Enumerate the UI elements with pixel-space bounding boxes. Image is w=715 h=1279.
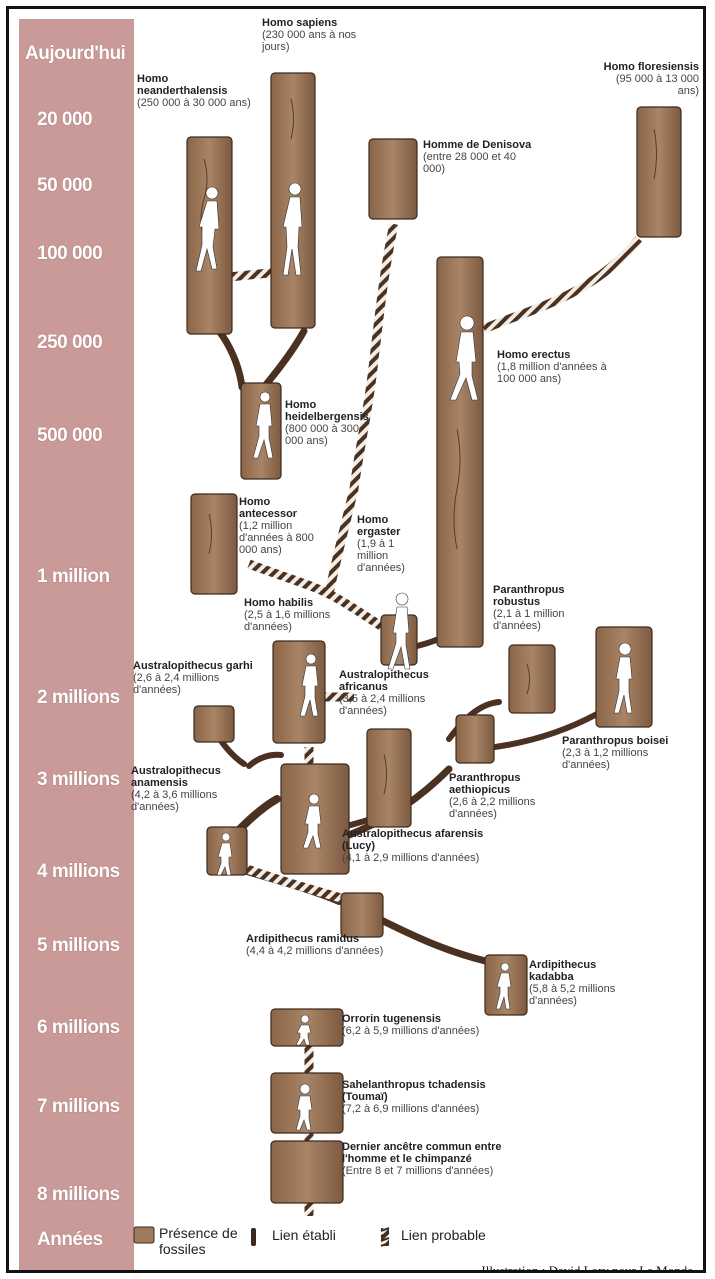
- legend-established-icon: [249, 1227, 259, 1247]
- legend-established-label: Lien établi: [272, 1227, 336, 1243]
- species-name: Homo floresiensis: [604, 61, 699, 73]
- species-label-sahelanthropus-tchadensis: Sahelanthropus tchadensis (Toumaï)(7,2 à…: [342, 1079, 522, 1115]
- species-label-paranthropus-aethiopicus: Paranthropus aethiopicus(2,6 à 2,2 milli…: [449, 772, 549, 820]
- trunk-floresiensis: [637, 107, 681, 237]
- species-range: (4,2 à 3,6 millions d'années): [131, 789, 217, 813]
- trunk-antecessor: [191, 494, 237, 594]
- species-name: Australopithecus anamensis: [131, 765, 221, 789]
- species-label-paranthropus-robustus: Paranthropus robustus(2,1 à 1 million d'…: [493, 584, 593, 632]
- trunk-denisova: [369, 139, 417, 219]
- species-range: (800 000 à 300 000 ans): [285, 423, 359, 447]
- species-label-homo-sapiens: Homo sapiens(230 000 ans à nos jours): [262, 17, 372, 53]
- species-range: (entre 28 000 et 40 000): [423, 151, 516, 175]
- species-name: Homo ergaster: [357, 514, 400, 538]
- species-label-homo-floresiensis: Homo floresiensis(95 000 à 13 000 ans): [599, 61, 699, 97]
- species-name: Paranthropus aethiopicus: [449, 772, 521, 796]
- species-label-homo-erectus: Homo erectus(1,8 million d'années à 100 …: [497, 349, 627, 385]
- legend-probable-icon: [379, 1227, 391, 1247]
- species-name: Dernier ancêtre commun entre l'homme et …: [342, 1141, 502, 1165]
- legend: Présence de fossiles Lien établi Lien pr…: [9, 1221, 706, 1261]
- species-range: (2,5 à 1,6 millions d'années): [244, 609, 330, 633]
- species-label-paranthropus-boisei: Paranthropus boisei(2,3 à 1,2 millions d…: [562, 735, 692, 771]
- species-label-homo-habilis: Homo habilis(2,5 à 1,6 millions d'années…: [244, 597, 354, 633]
- species-range: (3,5 à 2,4 millions d'années): [339, 693, 425, 717]
- species-name: Australopithecus garhi: [133, 660, 253, 672]
- species-name: Homo antecessor: [239, 496, 297, 520]
- species-label-australopithecus-afarensis: Australopithecus afarensis (Lucy)(4,1 à …: [342, 828, 512, 864]
- species-range: (1,2 million d'années à 800 000 ans): [239, 520, 314, 556]
- species-name: Homo heidelbergensis: [285, 399, 369, 423]
- species-name: Homo neanderthalensis: [137, 73, 227, 97]
- species-range: (6,2 à 5,9 millions d'années): [342, 1025, 479, 1037]
- species-range: (1,9 à 1 million d'années): [357, 538, 405, 574]
- legend-fossils-label: Présence de fossiles: [159, 1225, 259, 1257]
- species-range: (1,8 million d'années à 100 000 ans): [497, 361, 607, 385]
- species-range: (Entre 8 et 7 millions d'années): [342, 1165, 493, 1177]
- species-name: Homo sapiens: [262, 17, 337, 29]
- species-range: (7,2 à 6,9 millions d'années): [342, 1103, 479, 1115]
- species-label-homme-de-denisova: Homme de Denisova(entre 28 000 et 40 000…: [423, 139, 533, 175]
- trunk-habilis: [273, 641, 325, 743]
- trunk-garhi: [194, 706, 234, 742]
- species-range: (5,8 à 5,2 millions d'années): [529, 983, 615, 1007]
- species-label-homo-heidelbergensis: Homo heidelbergensis(800 000 à 300 000 a…: [285, 399, 380, 447]
- species-range: (2,6 à 2,2 millions d'années): [449, 796, 535, 820]
- species-name: Homme de Denisova: [423, 139, 531, 151]
- trunk-aethiopicus: [456, 715, 494, 763]
- species-range: (4,4 à 4,2 millions d'années): [246, 945, 383, 957]
- illustration-frame: Aujourd'hui 20 000 50 000 100 000 250 00…: [6, 6, 706, 1273]
- species-name: Homo habilis: [244, 597, 313, 609]
- species-range: (4,1 à 2,9 millions d'années): [342, 852, 479, 864]
- illustration-credit: Illustration : David Lory pour Le Monde: [481, 1263, 693, 1273]
- species-name: Australopithecus afarensis (Lucy): [342, 828, 483, 852]
- trunk-ancestor: [271, 1141, 343, 1203]
- trunk-africanus: [367, 729, 411, 827]
- species-label-orrorin-tugenensis: Orrorin tugenensis(6,2 à 5,9 millions d'…: [342, 1013, 522, 1037]
- trunk-ramidus: [341, 893, 383, 937]
- species-range: (250 000 à 30 000 ans): [137, 97, 251, 109]
- species-range: (95 000 à 13 000 ans): [616, 73, 699, 97]
- species-label-homo-neanderthalensis: Homo neanderthalensis(250 000 à 30 000 a…: [137, 73, 257, 109]
- species-name: Homo erectus: [497, 349, 570, 361]
- species-name: Sahelanthropus tchadensis (Toumaï): [342, 1079, 486, 1103]
- species-label-australopithecus-anamensis: Australopithecus anamensis(4,2 à 3,6 mil…: [131, 765, 246, 813]
- species-name: Australopithecus africanus: [339, 669, 429, 693]
- species-name: Ardipithecus ramidus: [246, 933, 359, 945]
- species-label-homo-antecessor: Homo antecessor(1,2 million d'années à 8…: [239, 496, 325, 556]
- species-range: (2,6 à 2,4 millions d'années): [133, 672, 219, 696]
- species-label-ardipithecus-kadabba: Ardipithecus kadabba(5,8 à 5,2 millions …: [529, 959, 639, 1007]
- species-label-last-common-ancestor: Dernier ancêtre commun entre l'homme et …: [342, 1141, 522, 1177]
- species-label-australopithecus-garhi: Australopithecus garhi(2,6 à 2,4 million…: [133, 660, 253, 696]
- legend-fossil-swatch: [133, 1226, 155, 1244]
- species-range: (2,3 à 1,2 millions d'années): [562, 747, 648, 771]
- legend-probable-label: Lien probable: [401, 1227, 486, 1243]
- species-range: (230 000 ans à nos jours): [262, 29, 356, 53]
- species-name: Orrorin tugenensis: [342, 1013, 441, 1025]
- species-name: Paranthropus robustus: [493, 584, 565, 608]
- species-label-ardipithecus-ramidus: Ardipithecus ramidus(4,4 à 4,2 millions …: [246, 933, 426, 957]
- species-label-australopithecus-africanus: Australopithecus africanus(3,5 à 2,4 mil…: [339, 669, 449, 717]
- species-label-homo-ergaster: Homo ergaster(1,9 à 1 million d'années): [357, 514, 417, 574]
- species-name: Paranthropus boisei: [562, 735, 668, 747]
- species-range: (2,1 à 1 million d'années): [493, 608, 565, 632]
- trunk-robustus: [509, 645, 555, 713]
- species-name: Ardipithecus kadabba: [529, 959, 596, 983]
